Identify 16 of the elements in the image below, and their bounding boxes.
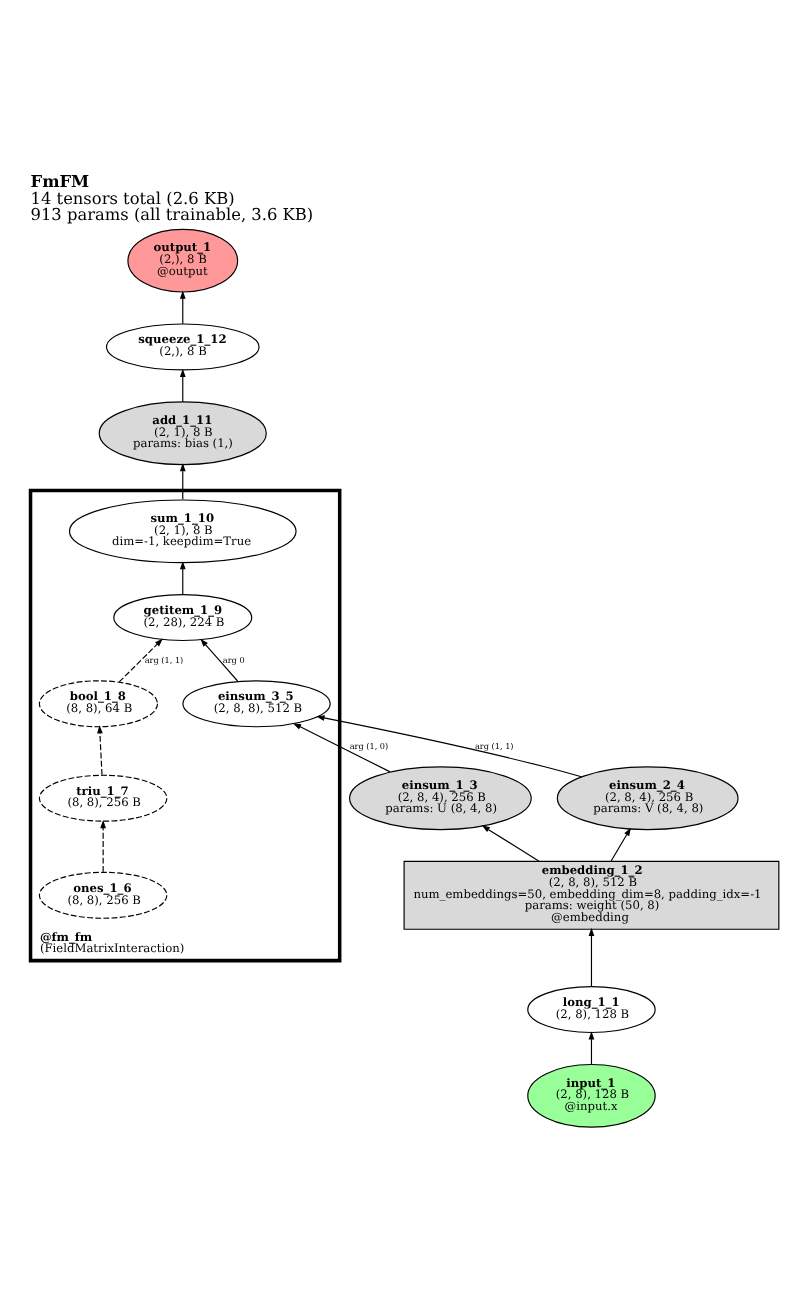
arrow <box>118 637 163 682</box>
arrow <box>610 826 631 861</box>
arrow <box>100 818 106 872</box>
arrow <box>481 824 540 861</box>
arrow <box>292 722 391 772</box>
arrow <box>200 637 239 681</box>
arrow <box>179 289 186 324</box>
arrow <box>179 367 186 402</box>
arrow <box>316 714 582 777</box>
arrow <box>588 926 595 986</box>
arrow <box>588 1030 595 1064</box>
arrow <box>179 462 186 499</box>
label: 14 tensors total (2.6 KB) <box>30 186 235 207</box>
diagram-title: FmFM <box>30 170 90 191</box>
arrow <box>179 560 186 594</box>
arrow <box>97 724 103 775</box>
